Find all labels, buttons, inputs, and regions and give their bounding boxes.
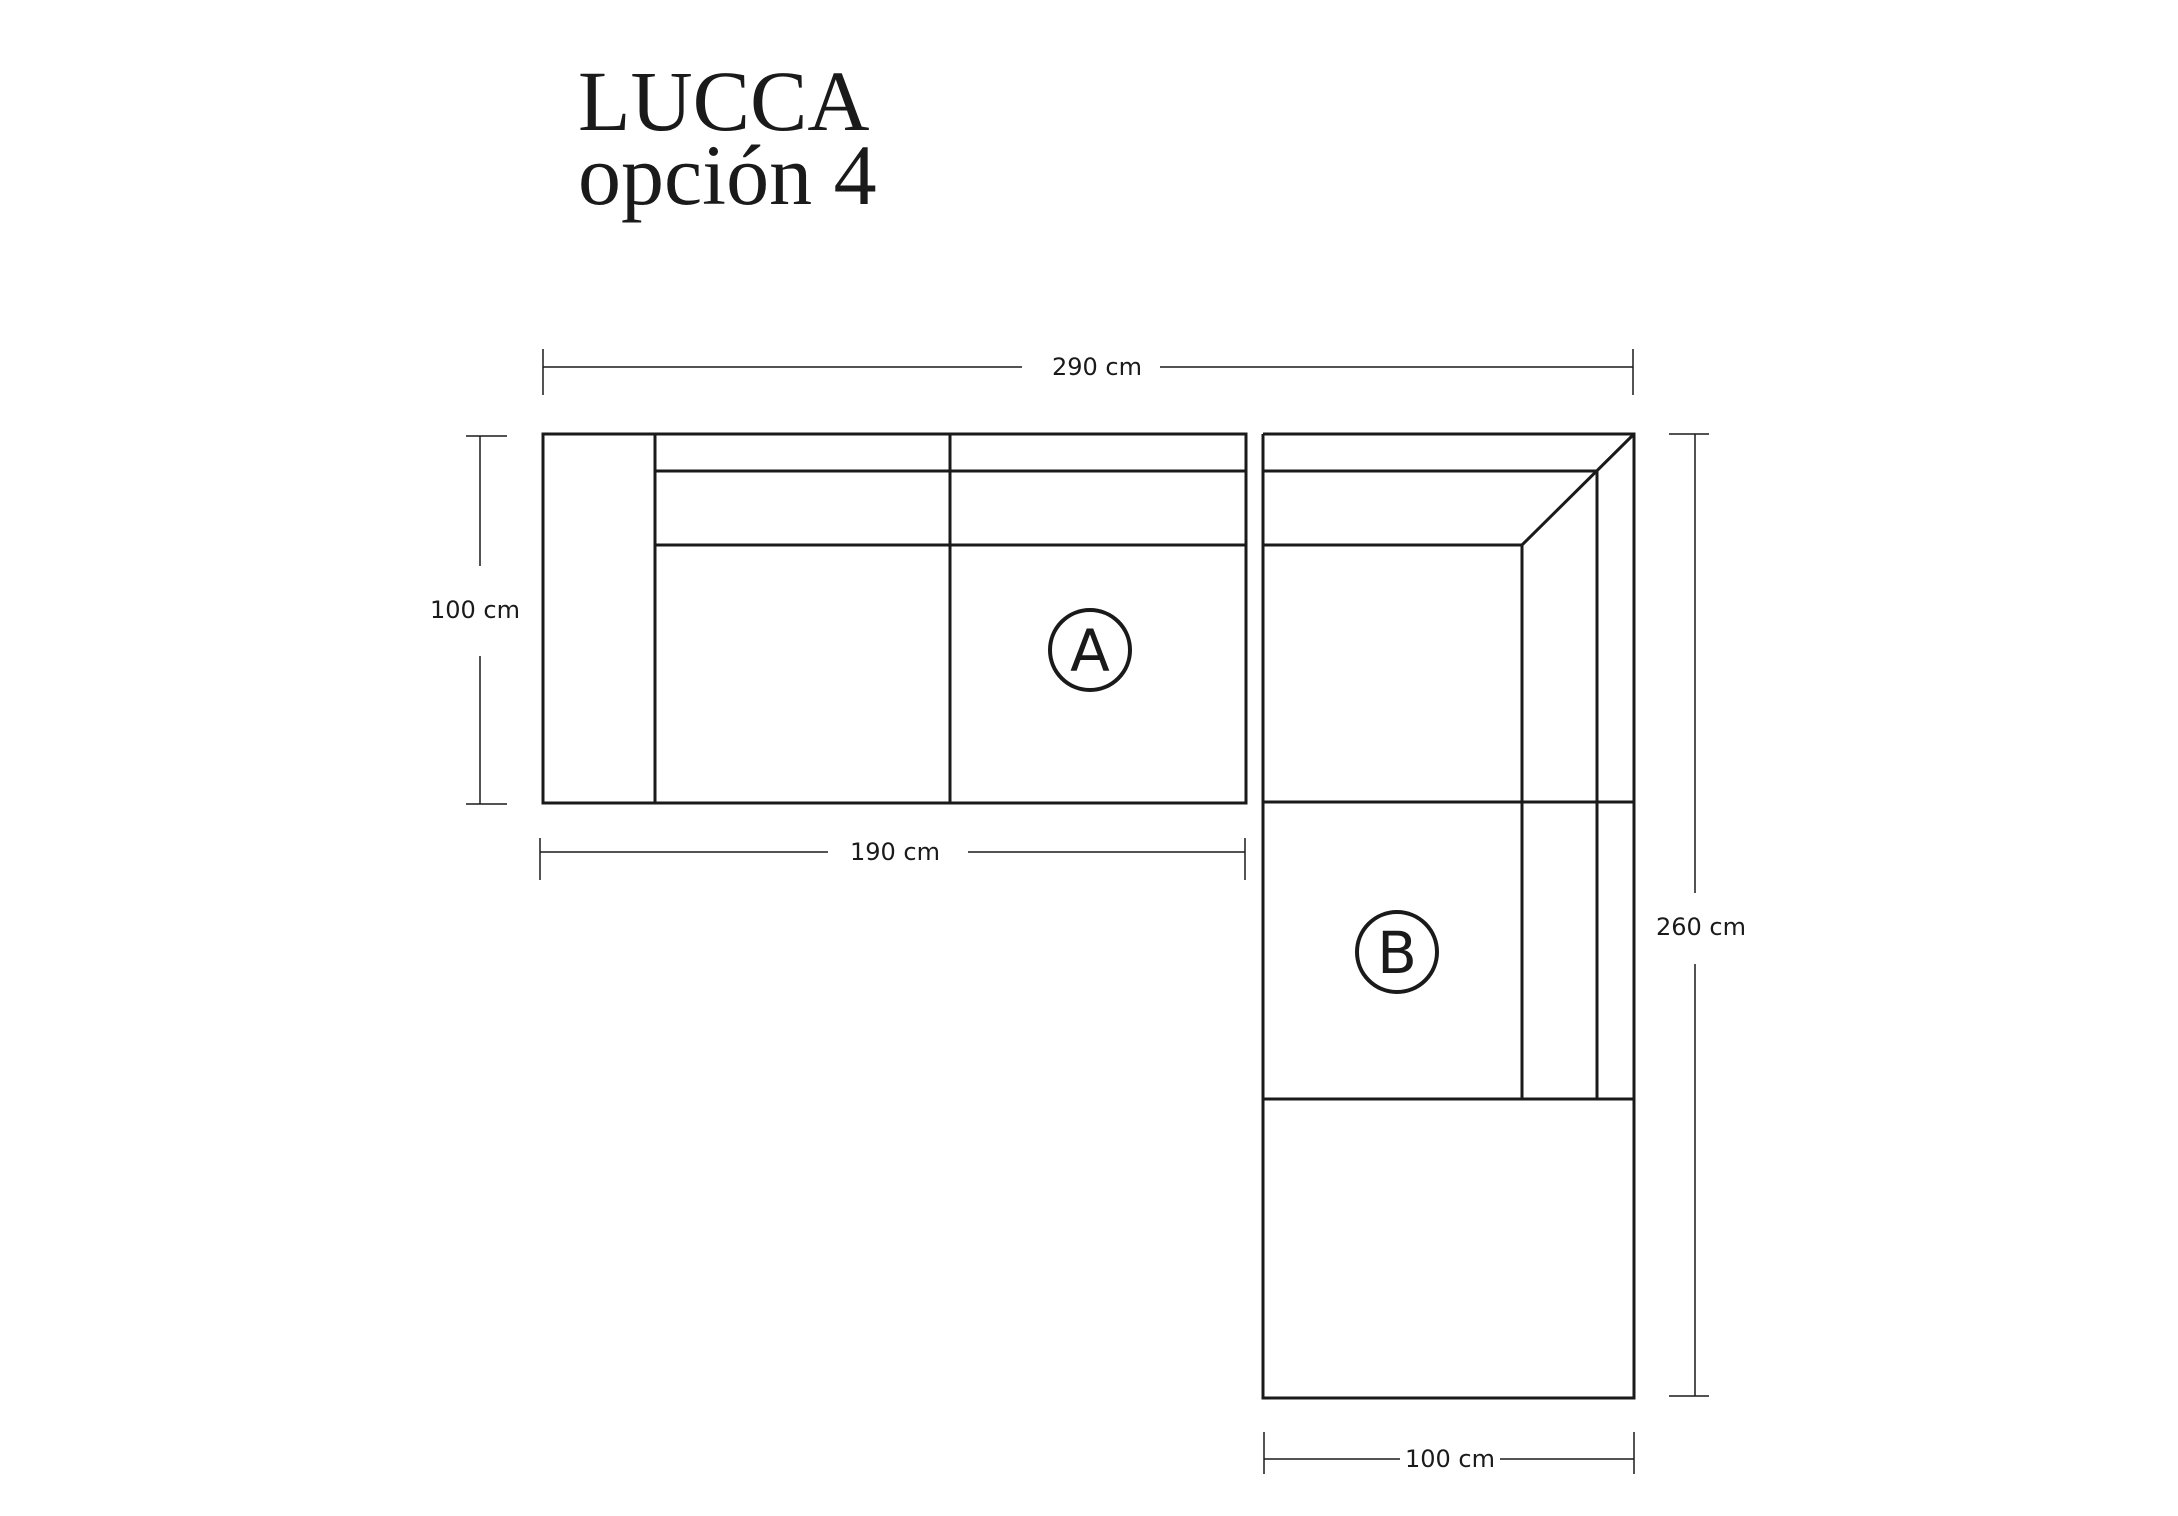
dimension-total-length-label: 260 cm — [1656, 913, 1746, 941]
module-a-label: A — [1070, 617, 1110, 685]
dimension-module-b-width-label: 100 cm — [1405, 1445, 1495, 1473]
dimension-total-width-label: 290 cm — [1052, 353, 1142, 381]
option-label: opción 4 — [578, 127, 877, 223]
dimension-module-a-width — [539, 838, 1246, 880]
module-a — [541, 432, 1248, 805]
dimension-module-a-depth-label: 100 cm — [430, 596, 520, 624]
module-b — [1261, 432, 1636, 1400]
dimension-module-a-depth — [466, 435, 507, 805]
module-b-label: B — [1377, 919, 1417, 987]
dimension-total-length — [1669, 433, 1709, 1397]
product-name: LUCCA — [578, 53, 870, 149]
dimension-total-width — [542, 349, 1634, 395]
dimension-module-a-width-label: 190 cm — [850, 838, 940, 866]
module-b-marker — [1355, 910, 1439, 994]
dimension-module-b-width — [1263, 1432, 1635, 1474]
module-a-marker — [1048, 608, 1132, 692]
